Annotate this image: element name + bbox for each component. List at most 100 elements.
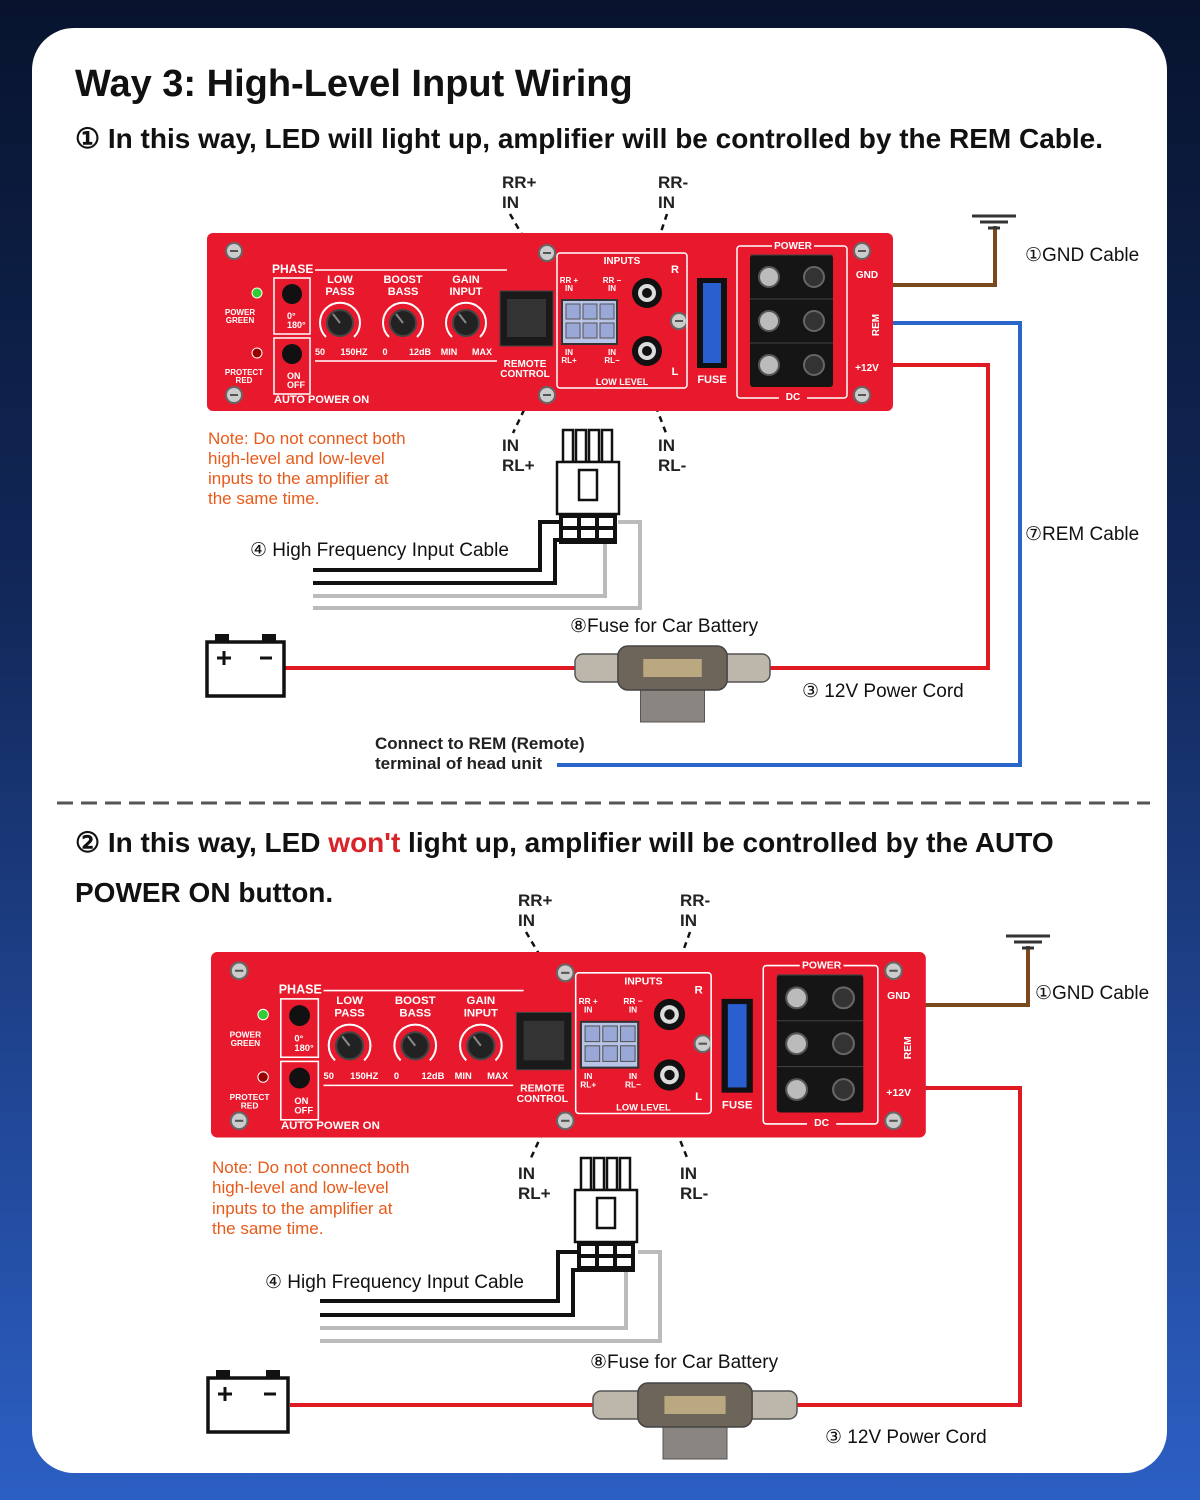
terminal-hole: [803, 266, 825, 288]
auto-box: [273, 337, 311, 395]
battery-terminal: [262, 634, 276, 642]
screw-icon: [693, 1034, 713, 1054]
rca-center: [664, 1009, 675, 1020]
plug-slot: [581, 530, 595, 538]
phase-button: [289, 1005, 310, 1026]
amplifier-panel: PHASEPOWERGREENPROTECTRED0°180°ONOFFAUTO…: [211, 952, 926, 1138]
knob-pointer: [472, 1035, 482, 1047]
plug-latch: [577, 468, 599, 502]
label-bg: [799, 958, 844, 971]
r-label: R: [671, 264, 679, 276]
pin-label: IN: [584, 1004, 592, 1014]
rl-plus-label: RL+: [502, 456, 535, 475]
connector-pin: [584, 1025, 601, 1043]
plug-slot: [599, 1246, 613, 1254]
power-led: [251, 287, 263, 299]
scale-label: 12dB: [422, 1071, 445, 1081]
connector-pin: [582, 303, 598, 320]
rem-connect-label: Connect to REM (Remote): [375, 734, 585, 753]
power-label: POWER: [774, 241, 813, 252]
boost_bass-label: BASS: [388, 286, 419, 298]
section2-heading: ② In this way, LED won't light up, ampli…: [75, 827, 1054, 858]
auto-box: [280, 1060, 320, 1121]
page-title: Way 3: High-Level Input Wiring: [75, 63, 633, 105]
knob-icon: [382, 301, 424, 338]
battery-icon: [205, 634, 286, 698]
screw-icon: [538, 244, 556, 262]
connector-pin: [602, 1045, 618, 1062]
plug-slot: [563, 530, 577, 538]
note-line: the same time.: [208, 489, 320, 508]
auto-off: OFF: [287, 380, 305, 390]
protect-led-label: PROTECT: [230, 1092, 270, 1102]
protect-led-label: PROTECT: [225, 368, 263, 377]
label-bg: [807, 1116, 837, 1130]
gnd-cable-label: ①GND Cable: [1025, 245, 1139, 266]
rr-plus-label: RR+: [518, 891, 553, 910]
plug-slot: [599, 518, 613, 526]
battery-terminal: [266, 1370, 280, 1378]
screw-icon: [225, 242, 243, 260]
plug-prong: [587, 428, 601, 464]
screw-icon: [229, 961, 249, 981]
boost_bass-label: BOOST: [383, 274, 422, 286]
power-led: [257, 1008, 269, 1021]
pin-label: IN: [565, 348, 573, 357]
terminal-hole: [832, 1032, 855, 1056]
l-label: L: [695, 1091, 702, 1103]
screw-icon: [853, 386, 871, 404]
scale-label: MIN: [441, 347, 458, 357]
amplifier-panel: PHASEPOWERGREENPROTECTRED0°180°ONOFFAUTO…: [207, 233, 893, 411]
screw-icon: [853, 242, 871, 260]
auto-power-on-label: AUTO POWER ON: [274, 394, 369, 406]
remote-control-label: CONTROL: [500, 369, 549, 380]
auto-power-button: [289, 1067, 310, 1089]
plug-slot: [581, 1258, 595, 1266]
note-line: inputs to the amplifier at: [212, 1199, 393, 1218]
knob-icon: [319, 301, 361, 338]
label-bg: [779, 391, 807, 403]
power-cord-label: ③ 12V Power Cord: [825, 1427, 987, 1448]
auto-off: OFF: [294, 1106, 313, 1116]
rl-plus-label: RL+: [518, 1184, 551, 1203]
fuse-label: ⑧Fuse for Car Battery: [590, 1352, 779, 1373]
screw-icon: [884, 961, 903, 981]
rem-wire: [557, 321, 1022, 767]
fuse-label: FUSE: [697, 374, 726, 386]
rr-plus-label-in: IN: [502, 193, 519, 212]
knob: [334, 1031, 365, 1061]
fuse-blade: [727, 1004, 747, 1088]
pin-label: RL+: [580, 1079, 596, 1089]
scale-label: MAX: [487, 1071, 509, 1081]
pin-label: RL−: [625, 1079, 641, 1089]
plug-prong: [618, 1156, 632, 1192]
12v-label: +12V: [855, 363, 879, 374]
connector-pin: [565, 303, 581, 320]
pin-label: IN: [565, 284, 573, 293]
knob-arc: [459, 1023, 503, 1062]
note-line: Note: Do not connect both: [212, 1158, 410, 1177]
hf-wire-black-1: [320, 1250, 580, 1303]
phase-box: [280, 998, 320, 1059]
note-line: high-level and low-level: [212, 1178, 389, 1197]
phase-180: 180°: [287, 320, 306, 330]
plug-latch: [595, 1196, 617, 1230]
low-level-label: LOW LEVEL: [596, 377, 649, 387]
hf-cable-label: ④ High Frequency Input Cable: [265, 1272, 524, 1293]
phase-0: 0°: [287, 311, 296, 321]
connector-pin: [619, 1025, 636, 1043]
battery-body: [206, 1376, 290, 1434]
battery-terminal: [216, 1370, 230, 1378]
terminal-hole: [832, 1078, 855, 1102]
gnd-label: GND: [887, 991, 911, 1002]
rr-minus-label-in: IN: [680, 911, 697, 930]
scale-label: 12dB: [409, 347, 432, 357]
connector-pin: [619, 1045, 636, 1062]
inputs-box: [556, 252, 688, 389]
inline-fuse-icon: [574, 645, 771, 723]
hf-wire-gray-2: [313, 520, 642, 610]
knob-pointer: [458, 313, 467, 324]
boost_bass-label: BOOST: [395, 995, 436, 1007]
fuse-label: FUSE: [722, 1099, 753, 1111]
